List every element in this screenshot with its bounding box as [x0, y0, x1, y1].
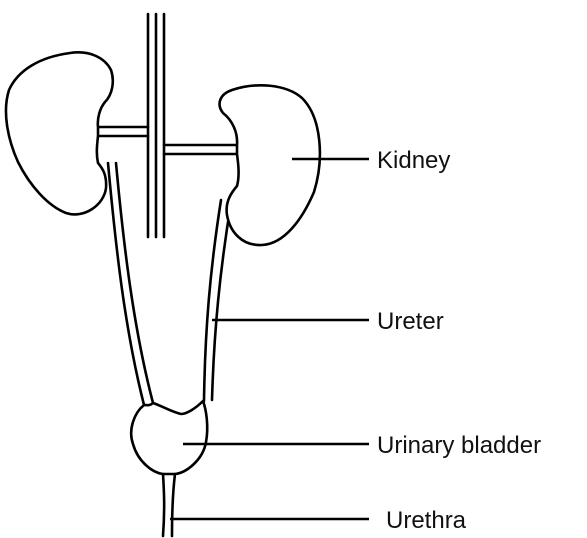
right-kidney: [220, 85, 320, 245]
great-vessels: [148, 14, 164, 237]
renal-vessels: [98, 127, 237, 154]
urinary-bladder: [131, 401, 207, 474]
kidney-label: Kidney: [377, 147, 450, 174]
ureter-label: Ureter: [377, 308, 444, 335]
bladder-label: Urinary bladder: [377, 432, 541, 459]
ureters: [108, 163, 231, 405]
left-kidney: [6, 52, 113, 214]
urethra-label: Urethra: [386, 507, 467, 534]
urethra-tube: [163, 474, 175, 536]
